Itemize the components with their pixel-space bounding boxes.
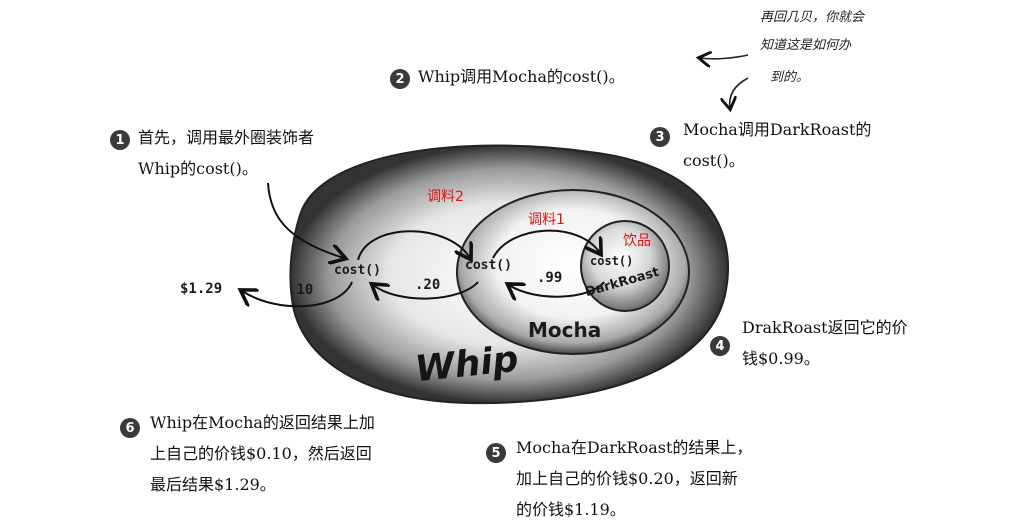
tag-beverage: 饮品 [623,233,651,249]
darkroast-price: .99 [537,270,563,286]
step-4-text: DrakRoast返回它的价 钱$0.99。 [742,312,908,374]
step-3-line-1: Mocha调用DarkRoast的 [683,120,872,139]
step-6-line-3: 最后结果$1.29。 [150,475,276,494]
step-5-text: Mocha在DarkRoast的结果上， 加上自己的价钱$0.20，返回新 的价… [516,432,752,525]
step-6-badge: 6 [120,418,140,438]
step-1-text: 首先，调用最外圈装饰者 Whip的cost()。 [138,122,314,184]
step-3-badge: 3 [650,127,670,147]
note-line-1: 再回几贝，你就会 [760,10,865,25]
mocha-price-add: .20 [415,277,441,293]
step-2-line-1: Whip调用Mocha的cost()。 [418,67,625,86]
return-arrow-10 [242,281,353,308]
mocha-cost-call: cost() [465,258,512,273]
return-arrow-20 [373,281,479,299]
call-arrow-2 [357,230,470,260]
step-6-line-1: Whip在Mocha的返回结果上加 [150,413,375,432]
step-2-text: Whip调用Mocha的cost()。 [418,61,625,92]
note-arrow [700,55,749,59]
step-6-line-2: 上自己的价钱$0.10，然后返回 [150,444,372,463]
step-4-badge: 4 [710,336,730,356]
step-4-line-1: DrakRoast返回它的价 [742,318,908,337]
step-2-badge: 2 [390,69,410,89]
whip-cost-call: cost() [334,263,381,278]
step-3-line-2: cost()。 [683,151,745,170]
step-1-line-2: Whip的cost()。 [138,159,258,178]
step-5-line-1: Mocha在DarkRoast的结果上， [516,438,753,457]
mocha-label: Mocha [528,318,602,342]
step-5-line-2: 加上自己的价钱$0.20，返回新 [516,469,738,488]
call-arrow-1 [267,182,344,258]
step-6-text: Whip在Mocha的返回结果上加 上自己的价钱$0.10，然后返回 最后结果$… [150,407,375,500]
tag-condiment-2: 调料2 [427,189,464,205]
call-arrow-3 [492,229,600,259]
note-line-3: 到的。 [770,70,810,85]
step-1-line-1: 首先，调用最外圈装饰者 [138,128,315,147]
step-4-line-2: 钱$0.99。 [742,349,820,368]
step-5-badge: 5 [486,443,506,463]
step-1-badge: 1 [110,130,130,150]
result-price: $1.29 [180,281,223,297]
tag-condiment-1: 调料1 [528,212,565,228]
whip-price-add: .10 [288,282,314,298]
step-5-line-3: 的价钱$1.19。 [516,500,626,519]
note-line-2: 知道这是如何办 [760,38,852,53]
return-arrow-99 [509,281,605,297]
note-arrow-curl [730,77,749,108]
step-3-text: Mocha调用DarkRoast的 cost()。 [683,114,871,176]
darkroast-cost-call: cost() [590,254,634,268]
